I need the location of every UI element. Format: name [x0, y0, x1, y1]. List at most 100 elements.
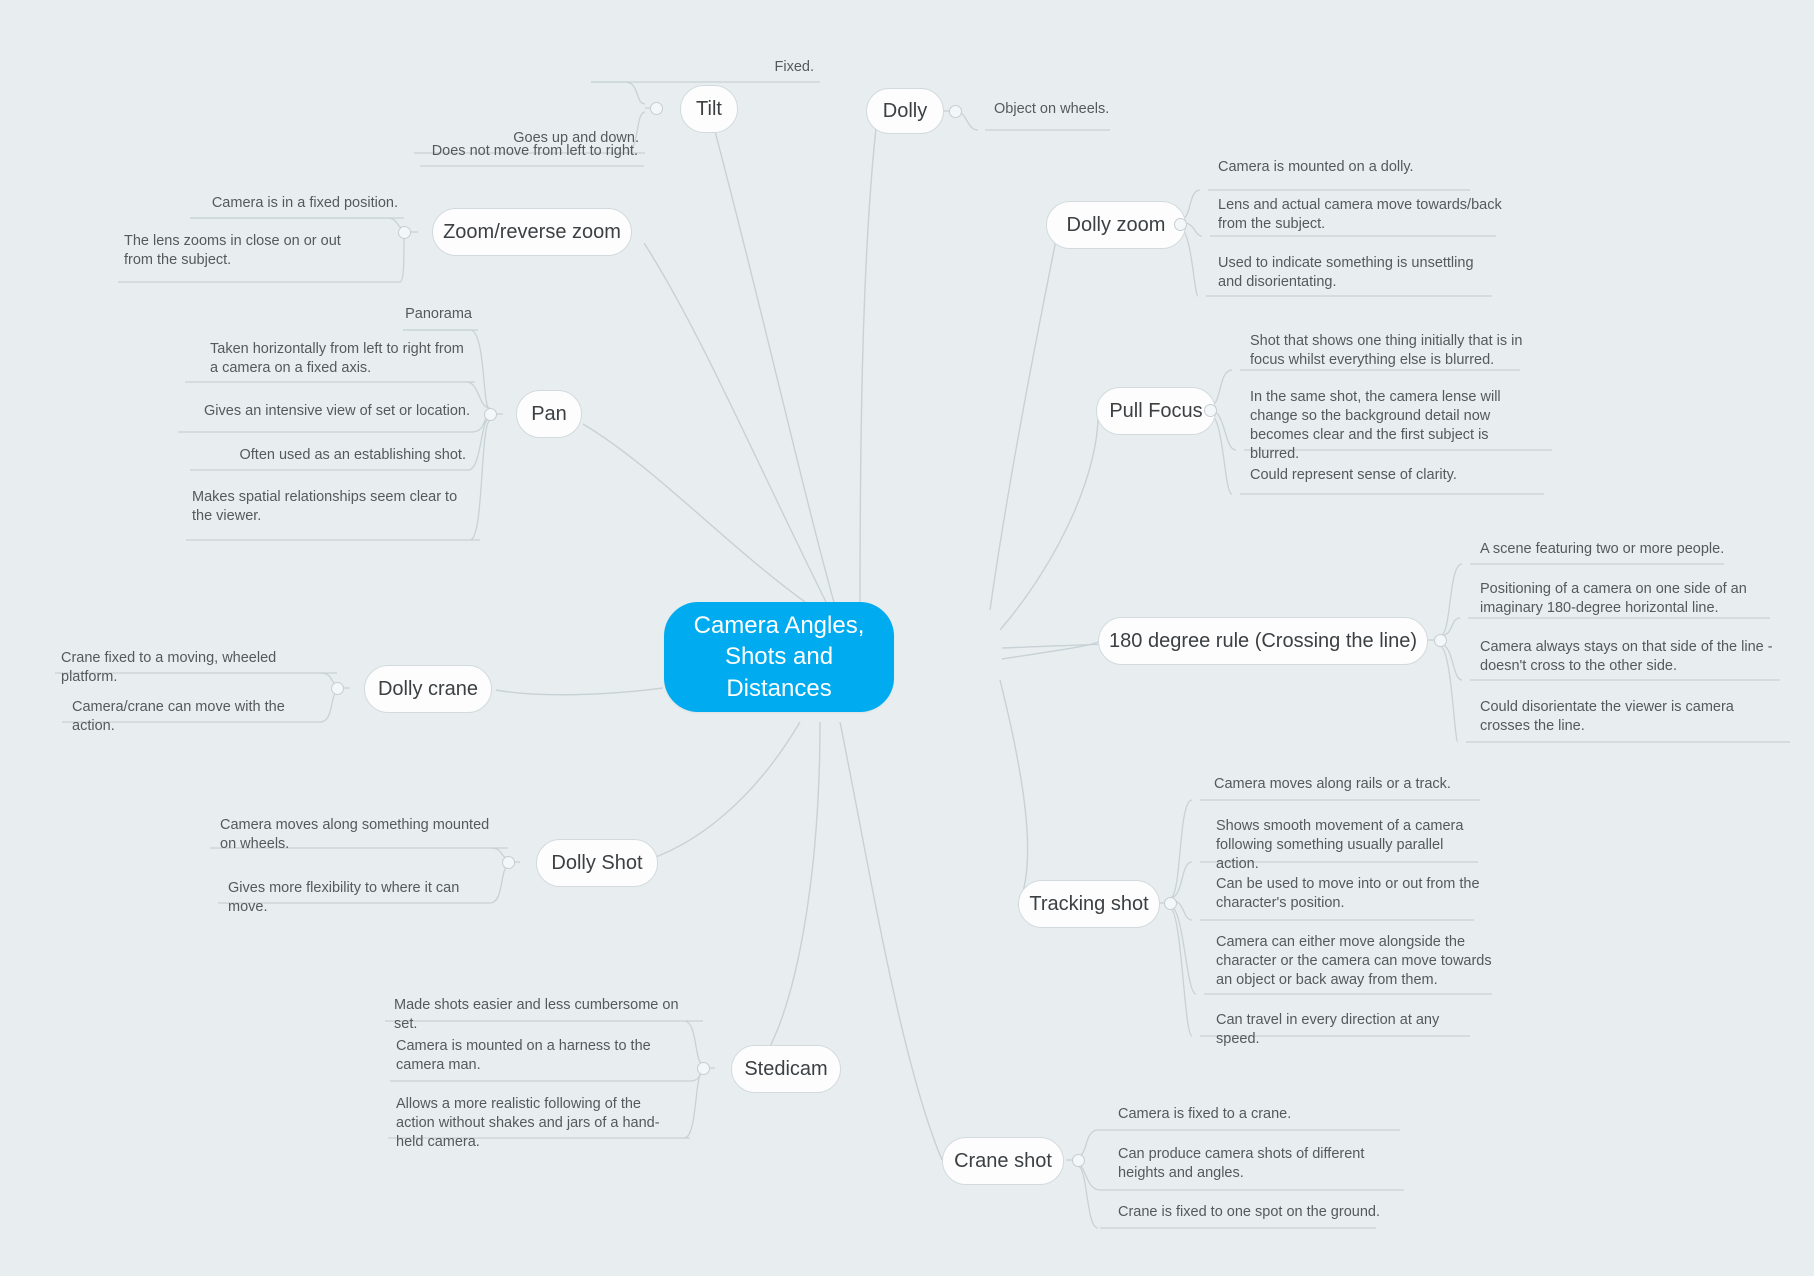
connector-pan[interactable] — [484, 408, 497, 421]
leaf-pullfocus-1: In the same shot, the camera lense will … — [1244, 388, 1542, 470]
connector-dolly-shot[interactable] — [502, 856, 515, 869]
leaf-tracking-1: Shows smooth movement of a camera follow… — [1210, 817, 1492, 879]
leaf-text: Can travel in every direction at any spe… — [1216, 1012, 1440, 1048]
edge-root-tracking — [999, 679, 1029, 906]
leaf-dollyzoom-1: Lens and actual camera move towards/back… — [1212, 196, 1508, 239]
edge-180-0 — [1439, 563, 1463, 637]
edge-root-pullfocus — [999, 409, 1099, 631]
branch-node-dolly-zoom[interactable]: Dolly zoom — [1046, 201, 1186, 249]
leaf-text: Crane fixed to a moving, wheeled platfor… — [61, 650, 277, 686]
branch-node-pan[interactable]: Pan — [516, 390, 582, 438]
leaf-dollyshot-0: Camera moves along something mounted on … — [214, 816, 504, 859]
root-label: Camera Angles, Shots and Distances — [693, 612, 865, 702]
edge-180-1 — [1439, 617, 1461, 637]
leaf-dollyzoom-2: Used to indicate something is unsettling… — [1212, 254, 1502, 297]
branch-label-stedicam: Stedicam — [744, 1058, 828, 1080]
branch-node-crane-shot[interactable]: Crane shot — [942, 1137, 1064, 1185]
leaf-dollyshot-1: Gives more flexibility to where it can m… — [222, 879, 502, 922]
leaf-text: Often used as an establishing shot. — [239, 447, 466, 463]
branch-label-crane-shot: Crane shot — [954, 1150, 1052, 1172]
branch-node-dolly-crane[interactable]: Dolly crane — [364, 665, 492, 713]
branch-node-zoom-reverse-zoom[interactable]: Zoom/reverse zoom — [432, 208, 632, 256]
edge-st-2 — [683, 1071, 704, 1139]
leaf-180-0: A scene featuring two or more people. — [1474, 540, 1774, 564]
connector-180-degree-rule[interactable] — [1434, 634, 1447, 647]
branch-node-dolly-shot[interactable]: Dolly Shot — [536, 839, 658, 887]
leaf-180-1: Positioning of a camera on one side of a… — [1474, 580, 1774, 623]
leaf-pan-1: Taken horizontally from left to right fr… — [204, 340, 476, 383]
leaf-tracking-2: Can be used to move into or out from the… — [1210, 875, 1488, 918]
branch-label-dolly-shot: Dolly Shot — [551, 852, 643, 874]
branch-node-180-degree-rule[interactable]: 180 degree rule (Crossing the line) — [1098, 617, 1428, 665]
leaf-pan-2: Gives an intensive view of set or locati… — [196, 402, 476, 426]
leaf-text: Could represent sense of clarity. — [1250, 467, 1457, 483]
leaf-text: Does not move from left to right. — [431, 143, 638, 159]
leaf-pullfocus-2: Could represent sense of clarity. — [1244, 466, 1534, 490]
edge-pf-2 — [1209, 413, 1233, 495]
leaf-text: Can produce camera shots of different he… — [1118, 1146, 1365, 1182]
leaf-text: Camera is fixed to a crane. — [1118, 1106, 1292, 1122]
leaf-tilt-0: Fixed. — [540, 58, 820, 82]
leaf-stedicam-0: Made shots easier and less cumbersome on… — [388, 996, 703, 1039]
leaf-text: Fixed. — [774, 59, 815, 75]
edge-tr-0 — [1169, 799, 1193, 899]
edge-tr-4 — [1169, 907, 1193, 1037]
leaf-dolly-0: Object on wheels. — [988, 100, 1208, 124]
leaf-180-3: Could disorientate the viewer is camera … — [1474, 698, 1788, 741]
branch-node-tilt[interactable]: Tilt — [680, 85, 738, 133]
leaf-zoom-0: Camera is in a fixed position. — [150, 194, 404, 218]
root-node[interactable]: Camera Angles, Shots and Distances — [664, 602, 894, 712]
leaf-stedicam-1: Camera is mounted on a harness to the ca… — [390, 1037, 690, 1080]
edge-tilt-0 — [591, 81, 646, 105]
leaf-text: Object on wheels. — [994, 101, 1110, 117]
branch-node-pull-focus[interactable]: Pull Focus — [1096, 387, 1216, 435]
leaf-tracking-0: Camera moves along rails or a track. — [1208, 775, 1498, 799]
leaf-pullfocus-0: Shot that shows one thing initially that… — [1244, 332, 1534, 375]
leaf-tilt-2: Does not move from left to right. — [360, 142, 644, 166]
branch-node-tracking-shot[interactable]: Tracking shot — [1018, 880, 1160, 928]
leaf-dollycrane-0: Crane fixed to a moving, wheeled platfor… — [55, 649, 337, 692]
edge-root-craneshot — [839, 721, 943, 1161]
leaf-pan-4: Makes spatial relationships seem clear t… — [186, 488, 470, 531]
leaf-zoom-1: The lens zooms in close on or out from t… — [118, 232, 378, 275]
leaf-dollycrane-1: Camera/crane can move with the action. — [66, 698, 328, 741]
leaf-text: In the same shot, the camera lense will … — [1250, 389, 1501, 463]
branch-label-pan: Pan — [531, 403, 567, 425]
branch-node-stedicam[interactable]: Stedicam — [731, 1045, 841, 1093]
branch-label-zoom: Zoom/reverse zoom — [443, 221, 621, 243]
leaf-tracking-4: Can travel in every direction at any spe… — [1210, 1011, 1492, 1054]
branch-label-tilt: Tilt — [696, 98, 722, 120]
edge-root-stedicam — [755, 721, 821, 1071]
leaf-text: Camera moves along something mounted on … — [220, 817, 490, 853]
connector-tilt[interactable] — [650, 102, 663, 115]
leaf-text: Camera is mounted on a dolly. — [1218, 159, 1414, 175]
leaf-tilt-1: Goes up and down. — [380, 129, 645, 153]
leaf-dollyzoom-0: Camera is mounted on a dolly. — [1212, 158, 1502, 182]
leaf-text: A scene featuring two or more people. — [1480, 541, 1725, 557]
leaf-text: Gives an intensive view of set or locati… — [204, 403, 470, 419]
edge-root-dollyzoom — [989, 239, 1057, 611]
connector-zoom-reverse-zoom[interactable] — [398, 226, 411, 239]
connector-pull-focus[interactable] — [1204, 404, 1217, 417]
leaf-text: Positioning of a camera on one side of a… — [1480, 581, 1747, 617]
leaf-text: Camera/crane can move with the action. — [72, 699, 285, 735]
branch-node-dolly[interactable]: Dolly — [866, 88, 944, 134]
connector-tracking-shot[interactable] — [1164, 897, 1177, 910]
leaf-text: Panorama — [405, 306, 472, 322]
connector-dolly[interactable] — [949, 105, 962, 118]
leaf-text: Goes up and down. — [513, 130, 639, 146]
connector-dolly-crane[interactable] — [331, 682, 344, 695]
edge-root-180 — [1001, 639, 1101, 660]
branch-label-dolly: Dolly — [882, 100, 928, 122]
leaf-text: The lens zooms in close on or out from t… — [124, 233, 341, 269]
leaf-pan-3: Often used as an establishing shot. — [216, 446, 472, 470]
branch-label-tracking-shot: Tracking shot — [1029, 893, 1149, 915]
branch-label-180-degree-rule: 180 degree rule (Crossing the line) — [1109, 630, 1417, 652]
leaf-tracking-3: Camera can either move alongside the cha… — [1210, 933, 1500, 995]
leaf-craneshot-0: Camera is fixed to a crane. — [1112, 1105, 1412, 1129]
connector-crane-shot[interactable] — [1072, 1154, 1085, 1167]
connector-stedicam[interactable] — [697, 1062, 710, 1075]
connector-dolly-zoom[interactable] — [1174, 218, 1187, 231]
leaf-text: Camera always stays on that side of the … — [1480, 639, 1773, 675]
